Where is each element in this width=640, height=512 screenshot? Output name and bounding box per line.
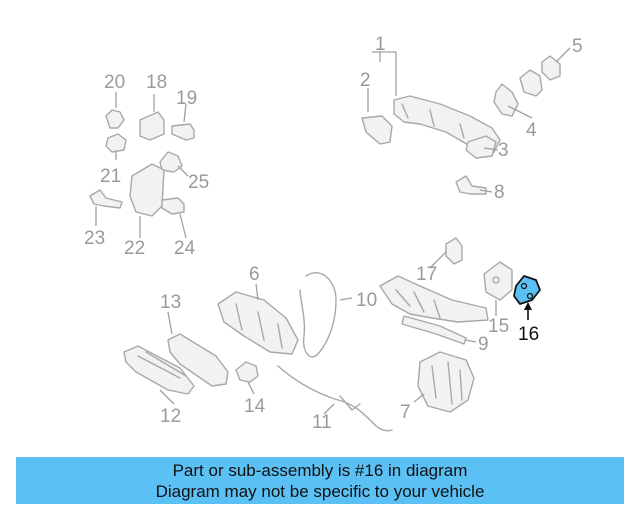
part-17-bolt — [445, 237, 463, 265]
part-16-highlighted — [513, 275, 541, 305]
part-14-bolt — [235, 361, 259, 383]
part-19-screw — [171, 123, 195, 141]
callout-15: 15 — [488, 316, 509, 337]
callout-24: 24 — [174, 238, 196, 259]
part-10-cable — [299, 272, 337, 358]
outer-handle-group — [361, 47, 571, 195]
part-5-trim — [519, 69, 543, 97]
part-5b-cap — [541, 55, 561, 81]
callout-19: 19 — [176, 88, 197, 109]
part-18-bracket — [139, 111, 165, 141]
part-24-bolt — [161, 197, 185, 215]
part-3-cap — [465, 135, 497, 159]
lock-group — [379, 237, 541, 413]
callout-11: 11 — [312, 412, 332, 433]
callout-10: 10 — [356, 290, 377, 311]
part-9-lever — [379, 275, 489, 323]
info-banner: Part or sub-assembly is #16 in diagram D… — [16, 457, 624, 504]
inner-handle-group — [123, 283, 299, 405]
part-15-plate — [483, 261, 513, 301]
callout-labels: 1 2 3 4 5 6 7 8 9 10 11 12 13 14 15 16 1… — [84, 34, 583, 433]
part-7-latch — [417, 351, 475, 413]
part-4-gasket — [493, 83, 519, 117]
callout-22: 22 — [124, 238, 145, 259]
callout-17: 17 — [416, 264, 437, 285]
callout-2: 2 — [360, 70, 371, 91]
part-6-remote — [217, 291, 299, 355]
callout-21: 21 — [100, 166, 121, 187]
callout-7: 7 — [400, 402, 411, 423]
part-13-bezel — [167, 333, 229, 387]
callout-18: 18 — [146, 72, 167, 93]
hardware-group — [89, 92, 195, 239]
callout-5: 5 — [572, 36, 583, 57]
part-2-gasket — [361, 115, 393, 145]
callout-20: 20 — [104, 72, 125, 93]
callout-8: 8 — [494, 182, 505, 203]
callout-14: 14 — [244, 396, 266, 417]
callout-16: 16 — [518, 324, 539, 345]
banner-line-2: Diagram may not be specific to your vehi… — [155, 481, 485, 501]
callout-1: 1 — [375, 34, 386, 55]
part-11-cable — [277, 365, 393, 432]
callout-25: 25 — [188, 172, 209, 193]
callout-12: 12 — [160, 406, 181, 427]
part-20-bolt — [105, 109, 125, 129]
part-8-bolt — [455, 175, 487, 195]
callout-9: 9 — [478, 334, 489, 355]
callout-23: 23 — [84, 228, 105, 249]
part-21-clip — [105, 133, 127, 153]
callout-3: 3 — [498, 140, 509, 161]
callout-4: 4 — [526, 120, 537, 141]
part-9b-rod — [401, 315, 467, 345]
part-22-block — [129, 163, 165, 217]
part-23-bolt — [89, 189, 123, 209]
callout-6: 6 — [249, 264, 260, 285]
banner-line-1: Part or sub-assembly is #16 in diagram — [172, 460, 468, 480]
callout-13: 13 — [160, 292, 181, 313]
parts-diagram: 1 2 3 4 5 6 7 8 9 10 11 12 13 14 15 16 1… — [84, 34, 583, 433]
cable-group — [277, 272, 393, 432]
